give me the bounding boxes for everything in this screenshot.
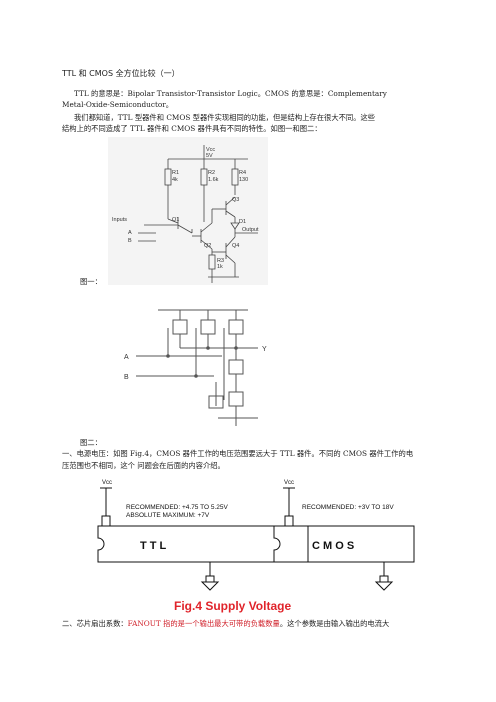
r3-label: R3 [217,258,224,264]
para3-line1: 一、电源电压：如图 Fig.4，CMOS 器件工作的电压范围要远大于 TTL 器… [62,449,414,458]
vcc-value: 5V [206,153,213,159]
fig4-caption: Fig.4 Supply Voltage [174,599,291,613]
ttl-schematic-figure: Vcc 5V R1 4k R2 1.6k R4 130 Q1 Q2 Q3 D1 … [108,137,268,285]
r2-label: R2 [208,170,215,176]
para1-line2: Metal-Oxide-Semiconductor。 [62,100,174,109]
cmos-recommended-text: RECOMMENDED: +3V TO 18V [302,504,394,511]
r4-label: R4 [239,170,246,176]
cmos-input-a-label: A [124,354,129,361]
para4-suffix: 。这个参数是由输入输出的电流大 [279,619,390,628]
inputs-label: Inputs [112,217,127,223]
para2-line2: 结构上的不同造成了 TTL 器件和 CMOS 器件具有不同的特性。如图一和图二： [62,124,322,133]
cmos-chip-label: C M O S [312,540,354,552]
r3-value: 1k [217,264,223,270]
ttl-absolute-max-text: ABSOLUTE MAXIMUM: +7V [126,512,210,519]
cmos-input-b-label: B [124,374,129,381]
vcc-left-label: Vcc [102,480,112,486]
vcc-label: Vcc [206,147,215,153]
q3-label: Q3 [232,197,239,203]
cmos-schematic-figure: A B Y [124,309,267,426]
figure2-caption: 图二： [80,438,102,447]
para1-line1: TTL 的意思是：Bipolar Transistor-Transistor L… [74,89,387,98]
q2-label: Q2 [204,243,211,249]
r1-label: R1 [172,170,179,176]
ttl-chip-label: T T L [140,540,167,552]
r2-value: 1.6k [208,177,219,183]
para3-line2: 压范围也不相同，这个 问题会在后面的内容介绍。 [62,461,225,470]
r1-value: 4k [172,177,178,183]
cmos-output-y-label: Y [262,346,267,353]
para2-line1: 我们都知道，TTL 型器件和 CMOS 型器件实现相同的功能，但是结构上存在很大… [74,113,376,122]
figure1-caption: 图一： [80,277,102,286]
r4-value: 130 [239,177,248,183]
page-title: TTL 和 CMOS 全方位比较（一） [62,69,180,78]
ttl-recommended-text: RECOMMENDED: +4.75 TO 5.25V [126,504,228,511]
output-label: Output [242,227,259,233]
input-b-label: B [128,238,132,244]
para4-prefix: 二、芯片扇出系数： [62,619,128,628]
q1-label: Q1 [172,217,179,223]
para4-red-text: FANOUT 指的是一个输出最大可带的负载数量 [127,619,280,628]
vcc-right-label: Vcc [284,480,294,486]
supply-voltage-figure: Vcc Vcc RECOMMENDED: +4.75 TO 5.25V ABSO… [97,480,415,613]
input-a-label: A [128,230,132,236]
q4-label: Q4 [232,243,239,249]
para4-line: 二、芯片扇出系数：FANOUT 指的是一个输出最大可带的负载数量。这个参数是由输… [62,618,389,630]
d1-label: D1 [239,219,246,225]
